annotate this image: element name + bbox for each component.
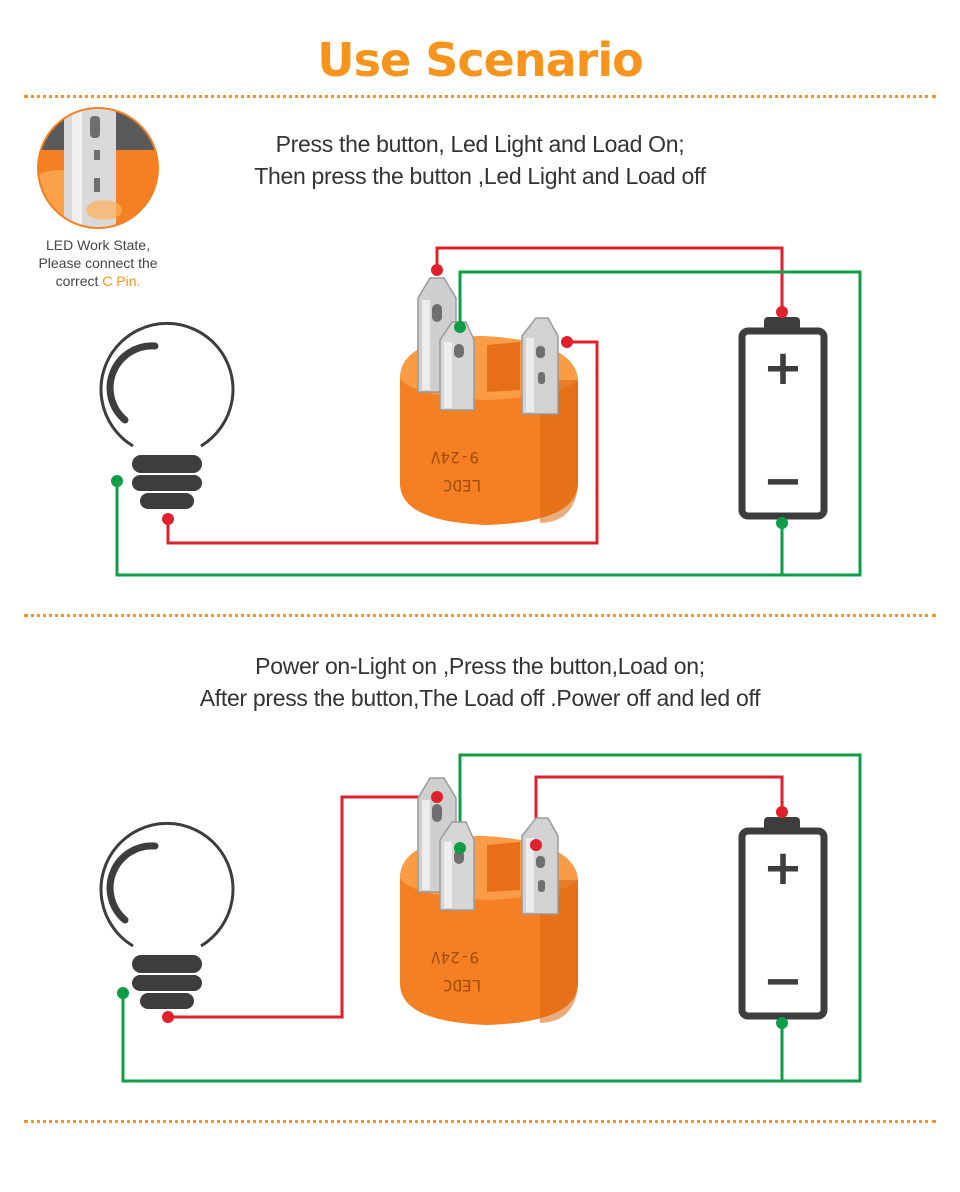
- light-bulb-icon: [99, 322, 235, 509]
- switch-marking-voltage: 9-24V: [431, 948, 480, 967]
- inset-led-work-state: [37, 107, 159, 229]
- dot-battery-minus-green: [776, 1017, 788, 1029]
- wire-red-bulb-to-switch-top: [168, 795, 437, 1019]
- dot-bulb-side-green: [117, 987, 129, 999]
- switch-marking-voltage: 9-24V: [431, 448, 480, 467]
- scenario-2-wiring-diagram: 9-24V LEDC + −: [99, 753, 862, 1083]
- dot-bulb-bottom-red: [162, 1011, 174, 1023]
- wire-green-switch-to-battery-minus: [115, 270, 862, 577]
- dot-switch-middle-green: [454, 842, 466, 854]
- scenario-1-wiring-diagram: 9-24V LEDC + −: [99, 246, 862, 577]
- divider-top: [24, 95, 936, 98]
- page-title: Use Scenario: [317, 33, 643, 87]
- c-pin-highlight: C Pin.: [102, 273, 141, 289]
- dot-battery-plus-red: [776, 306, 788, 318]
- divider-bottom: [24, 1120, 936, 1123]
- scenario-2-line-1: Power on-Light on ,Press the button,Load…: [255, 653, 705, 679]
- connection-dots: [111, 264, 788, 529]
- wire-red-switch-right-to-battery-plus: [534, 775, 784, 845]
- switch-terminals: [417, 777, 559, 915]
- connection-dots: [117, 791, 788, 1029]
- inset-note-line-1: LED Work State,: [45, 237, 150, 253]
- wire-red-switch-to-battery-plus: [435, 246, 784, 312]
- inset-note: LED Work State, Please connect the corre…: [12, 236, 184, 290]
- scenario-1-line-1: Press the button, Led Light and Load On;: [275, 131, 685, 157]
- dot-battery-minus-green: [776, 517, 788, 529]
- dot-switch-right-red: [561, 336, 573, 348]
- battery-minus-sign: −: [763, 953, 803, 1009]
- wire-green-switch-top: [121, 753, 862, 1083]
- dot-battery-plus-red: [776, 806, 788, 818]
- scenario-2-line-2: After press the button,The Load off .Pow…: [199, 685, 761, 711]
- switch-marking-brand: LEDC: [443, 976, 482, 995]
- wire-red-bulb-to-switch: [166, 340, 599, 545]
- dot-switch-middle-green: [454, 321, 466, 333]
- dot-bulb-side-green: [111, 475, 123, 487]
- inset-note-line-3: correct C Pin.: [12, 272, 184, 290]
- dot-switch-right-red: [530, 839, 542, 851]
- battery-plus-sign: +: [763, 840, 803, 896]
- divider-middle: [24, 614, 936, 617]
- battery-icon: + −: [738, 317, 828, 520]
- switch-terminals: [417, 277, 559, 415]
- scenario-2-caption: Power on-Light on ,Press the button,Load…: [0, 650, 960, 714]
- light-bulb-icon: [99, 822, 235, 1009]
- battery-plus-sign: +: [763, 340, 803, 396]
- battery-minus-sign: −: [763, 453, 803, 509]
- battery-icon: + −: [738, 817, 828, 1020]
- scenario-1-caption: Press the button, Led Light and Load On;…: [0, 128, 960, 192]
- dot-switch-top-red: [431, 791, 443, 803]
- inset-note-line-2: Please connect the: [38, 255, 158, 271]
- switch-marking-brand: LEDC: [443, 476, 482, 495]
- scenario-1-line-2: Then press the button ,Led Light and Loa…: [254, 163, 706, 189]
- dot-switch-top-red: [431, 264, 443, 276]
- dot-bulb-bottom-red: [162, 513, 174, 525]
- inset-note-line-3-prefix: correct: [55, 273, 103, 289]
